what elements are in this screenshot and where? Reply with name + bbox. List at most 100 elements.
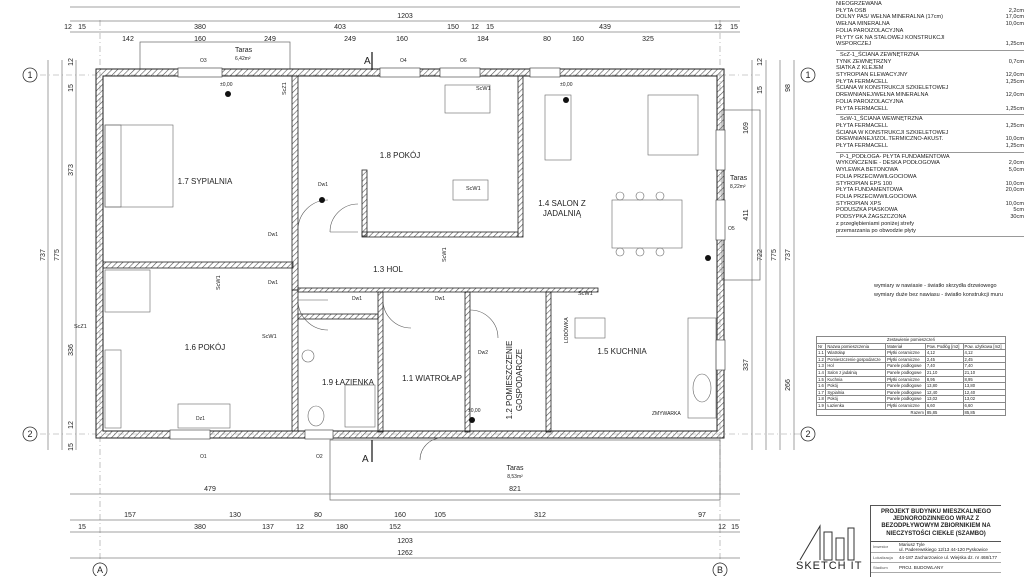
spec-line: NIEOGRZEWANA <box>836 1 1024 8</box>
table-cell: 13,80 <box>962 382 1007 390</box>
wall-tag: ScW1 <box>476 86 491 92</box>
table-cell: Kuchnia <box>825 375 887 384</box>
spec-text: WSPORCZEJ <box>836 41 872 48</box>
dim-right-15: 15 <box>757 86 764 94</box>
exterior-walls <box>95 68 725 439</box>
title-block: PROJEKT BUDYNKU MIESZKALNEGO JEDNORODZIN… <box>870 505 1001 577</box>
table-cell: 13,02 <box>924 395 964 403</box>
spec-value: 17,0cm <box>1005 14 1024 21</box>
table-caption: Zestawienie pomieszczeń <box>816 336 1006 344</box>
table-cell: Łazienka <box>825 401 887 410</box>
room-label-sypialnia: 1.7 SYPIALNIA <box>178 177 233 186</box>
dim-right-266: 266 <box>785 379 792 391</box>
dim-label: 15 <box>486 24 494 31</box>
dim-label: 12 <box>471 24 479 31</box>
dim-label: 160 <box>194 36 206 43</box>
spec-text: PŁYTY GK NA STALOWEJ KONSTRUKCJI <box>836 34 945 41</box>
spec-line: WYKOŃCZENIE - DESKA PODŁOGOWA 2,0cm <box>836 160 1024 167</box>
interior-walls <box>102 75 599 433</box>
spec-text: WYKOŃCZENIE - DESKA PODŁOGOWA <box>836 160 940 167</box>
dim-right-737: 737 <box>785 249 792 261</box>
spec-value: 10,0cm <box>1005 136 1024 143</box>
spec-value: 1,25cm <box>1005 105 1024 112</box>
dishwasher-label: ZMYWARKA <box>652 411 681 417</box>
logo-building-icon <box>799 524 855 561</box>
room-label-jadalnia: JADALNIĄ <box>543 209 582 218</box>
table-total-value: 85,85 <box>924 408 964 417</box>
wall-tag: ScW1 <box>466 186 481 192</box>
dim-left-775: 775 <box>54 249 61 261</box>
dim-right-337: 337 <box>743 359 750 371</box>
spec-text: ŚCIANA W KONSTRUKCJI SZKIELETOWEJ <box>836 85 949 92</box>
investor-address: ul. Paderewskiego 12/13 44-120 Pyskowice <box>899 546 988 552</box>
company-logo: SKETCH IT <box>790 518 870 576</box>
stage-row: Stadium PROJ. BUDOWLANY <box>871 563 1001 573</box>
spec-value: 2,0cm <box>1008 160 1024 167</box>
spec-value: 1,25cm <box>1005 122 1024 129</box>
dim-left-737: 737 <box>40 249 47 261</box>
dim-label: 157 <box>124 512 136 519</box>
table-cell: Płytki ceramiczne <box>885 355 926 364</box>
grid-label-2-left: 2 <box>27 429 32 439</box>
terrace-south-label: Taras <box>506 465 524 472</box>
table-header: Pow. użytkowa [m2] <box>962 342 1007 351</box>
level-markers <box>225 91 711 423</box>
grid-bubbles <box>22 67 816 576</box>
dim-bottom-total: 1262 <box>397 550 413 557</box>
level-mark: ±0,00 <box>468 408 481 414</box>
table-cell: Sypialnia <box>825 388 887 397</box>
spec-text: PŁYTA FERMACELL <box>836 105 889 112</box>
spec-text: STYROPIAN XPS <box>836 200 882 207</box>
spec-value: 12,0cm <box>1005 72 1024 79</box>
spec-title: P-1_PODŁOGA- PŁYTA FUNDAMENTOWA <box>836 154 1024 161</box>
spec-value <box>1020 221 1024 228</box>
spec-text: WEŁNA MINERALNA <box>836 21 890 28</box>
spec-text: ŚCIANA W KONSTRUKCJI SZKIELETOWEJ <box>836 129 949 136</box>
spec-text: PODUSZKA PIASKOWA <box>836 207 898 214</box>
dim-right-722: 722 <box>757 249 764 261</box>
investor-name: Mariusz Tyle <box>899 541 925 547</box>
spec-title-text: ScZ-1_ŚCIANA ZEWNĘTRZNA <box>840 51 919 58</box>
room-label-gospodarcze-1: 1.2 POMIESZCZENIE <box>505 341 514 420</box>
table-cell: 1.5 <box>815 375 827 384</box>
table-cell: Pokój <box>825 382 887 390</box>
dim-label: 15 <box>78 24 86 31</box>
dim-top-row2: 142 160 249 249 160 184 80 325 160 <box>122 36 654 43</box>
spec-text: NIEOGRZEWANA <box>836 1 882 7</box>
dimension-lines-left <box>47 60 77 450</box>
spec-title-text: ScW-1_ŚCIANA WEWNĘTRZNA <box>840 116 923 123</box>
dim-right-775: 775 <box>771 249 778 261</box>
door-tag: Dw2 <box>478 350 488 356</box>
spec-text: DOLNY PAS/ WEŁNA MINERALNA (17cm) <box>836 14 944 21</box>
spec-text: SIATKA Z KLEJEM <box>836 65 884 72</box>
dim-label: 380 <box>194 24 206 31</box>
grid-label-1-left: 1 <box>27 70 32 80</box>
section-label-bottom: A <box>362 454 369 465</box>
project-title: PROJEKT BUDYNKU MIESZKALNEGO JEDNORODZIN… <box>871 506 1001 542</box>
spec-text: z przegłębieniami poniżej strefy <box>836 220 915 227</box>
door-tag: Dw1 <box>268 280 278 286</box>
location-row: Lokalizacja 44-187 Zacharzowice ul. Wiej… <box>871 553 1001 563</box>
table-cell: 2,45 <box>962 355 1007 364</box>
window-tag: O4 <box>400 58 407 64</box>
dim-label: 15 <box>78 524 86 531</box>
level-mark: ±0,00 <box>220 82 233 88</box>
dim-label: 403 <box>334 24 346 31</box>
spec-value <box>1020 1 1024 8</box>
table-cell: 2,45 <box>924 355 964 364</box>
terrace-east-label: Taras <box>730 175 748 182</box>
window-tag: O2 <box>316 454 323 460</box>
spec-line: PŁYTA FERMACELL 1,25cm <box>836 106 1024 113</box>
table-cell: 7,40 <box>962 362 1007 370</box>
grid-label-b: B <box>717 565 723 575</box>
table-cell: 6,60 <box>924 401 964 410</box>
